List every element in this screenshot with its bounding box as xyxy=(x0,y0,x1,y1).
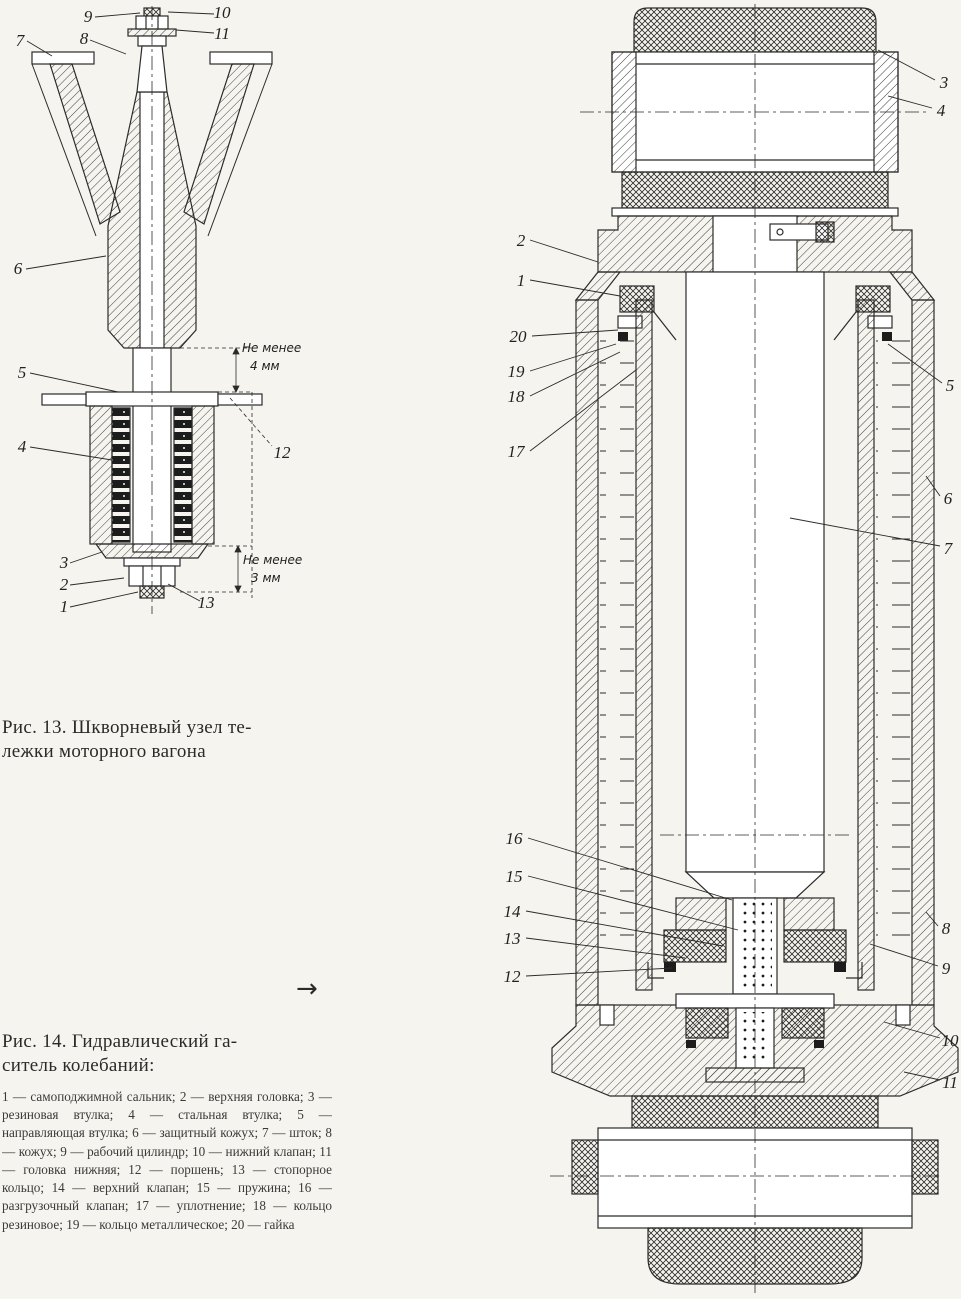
callout-label: 11 xyxy=(942,1073,958,1092)
callout-label: 10 xyxy=(214,3,232,22)
fig13-caption: Рис. 13. Шкворневый узел те- лежки мотор… xyxy=(2,716,337,765)
callout-label: 12 xyxy=(504,967,522,986)
callout-label: 12 xyxy=(274,443,292,462)
fig14-caption: Рис. 14. Гидравлический га- ситель колеб… xyxy=(2,1030,342,1079)
piston xyxy=(663,929,727,963)
dim-3mm-text: Не менее xyxy=(243,553,302,567)
callout-label: 1 xyxy=(517,271,526,290)
callout-label: 20 xyxy=(510,327,528,346)
callout-label: 10 xyxy=(942,1031,960,1050)
oil-ticks-left xyxy=(600,340,634,952)
fig14-caption-line2: ситель колебаний: xyxy=(2,1055,155,1077)
fig14-drawing: 3 4 2 1 20 19 18 17 5 6 7 16 15 14 13 12… xyxy=(504,4,960,1295)
dim-4mm-text: Не менее xyxy=(242,341,301,355)
outer-casing-right xyxy=(911,299,935,1006)
callout-label: 2 xyxy=(60,575,69,594)
callout-label: 3 xyxy=(59,553,69,572)
callout-label: 13 xyxy=(198,593,215,612)
callout-label: 9 xyxy=(942,959,951,978)
rubber-ring xyxy=(618,332,628,341)
callout-label: 9 xyxy=(84,7,93,26)
dim-3mm-value: 3 мм xyxy=(251,571,281,585)
callout-label: 4 xyxy=(937,101,946,120)
right-top-plate xyxy=(209,51,273,65)
fig13-callouts: 9 10 11 7 8 6 5 4 12 3 2 1 13 xyxy=(14,3,291,616)
callout-label: 8 xyxy=(80,29,89,48)
callout-label: 11 xyxy=(214,24,230,43)
fig13-leader-lines xyxy=(25,11,215,608)
oil-ticks-right xyxy=(876,340,910,952)
rubber-ring-left xyxy=(111,407,131,543)
fig14-callouts: 3 4 2 1 20 19 18 17 5 6 7 16 15 14 13 12… xyxy=(504,73,960,1092)
fig13-dimensions xyxy=(180,347,273,598)
fig13-caption-line2: лежки моторного вагона xyxy=(2,741,206,763)
callout-label: 6 xyxy=(14,259,23,278)
callout-label: 2 xyxy=(517,231,526,250)
callout-label: 6 xyxy=(944,489,953,508)
fig14-legend: 1 — самоподжимной сальник; 2 — верхняя г… xyxy=(2,1089,332,1232)
callout-label: 17 xyxy=(508,442,527,461)
callout-label: 19 xyxy=(508,362,526,381)
callout-label: 15 xyxy=(506,867,523,886)
working-cylinder-left xyxy=(635,299,653,991)
continuation-arrow: → xyxy=(296,974,318,1004)
bush-outer-left xyxy=(89,405,113,545)
callout-label: 1 xyxy=(60,597,69,616)
callout-label: 18 xyxy=(508,387,526,406)
fig13-drawing: Не менее 4 мм Не менее 3 мм 9 10 11 7 8 … xyxy=(14,3,303,616)
callout-label: 4 xyxy=(18,437,27,456)
callout-label: 13 xyxy=(504,929,521,948)
outer-casing-left xyxy=(575,299,599,1006)
callout-label: 7 xyxy=(16,31,26,50)
callout-label: 16 xyxy=(506,829,524,848)
callout-label: 14 xyxy=(504,902,522,921)
fig14-centerlines xyxy=(550,4,942,1295)
left-top-plate xyxy=(31,51,95,65)
rubber-ring-right xyxy=(173,407,193,543)
callout-label: 3 xyxy=(939,73,949,92)
callout-label: 8 xyxy=(942,919,951,938)
dim-4mm-value: 4 мм xyxy=(250,359,280,373)
callout-label: 7 xyxy=(944,539,954,558)
right-funnel-wall xyxy=(183,63,255,225)
fig14-caption-line1: Рис. 14. Гидравлический га- xyxy=(2,1031,238,1052)
fig13-caption-line1: Рис. 13. Шкворневый узел те- xyxy=(2,717,252,738)
fig14-leader-lines xyxy=(525,49,943,1081)
bush-outer-right xyxy=(191,405,215,545)
working-cylinder-right xyxy=(857,299,875,991)
bottom-valve xyxy=(685,1007,729,1039)
left-funnel-wall xyxy=(49,63,121,225)
callout-label: 5 xyxy=(946,376,955,395)
callout-label: 5 xyxy=(18,363,27,382)
rubber-ring xyxy=(882,332,892,341)
